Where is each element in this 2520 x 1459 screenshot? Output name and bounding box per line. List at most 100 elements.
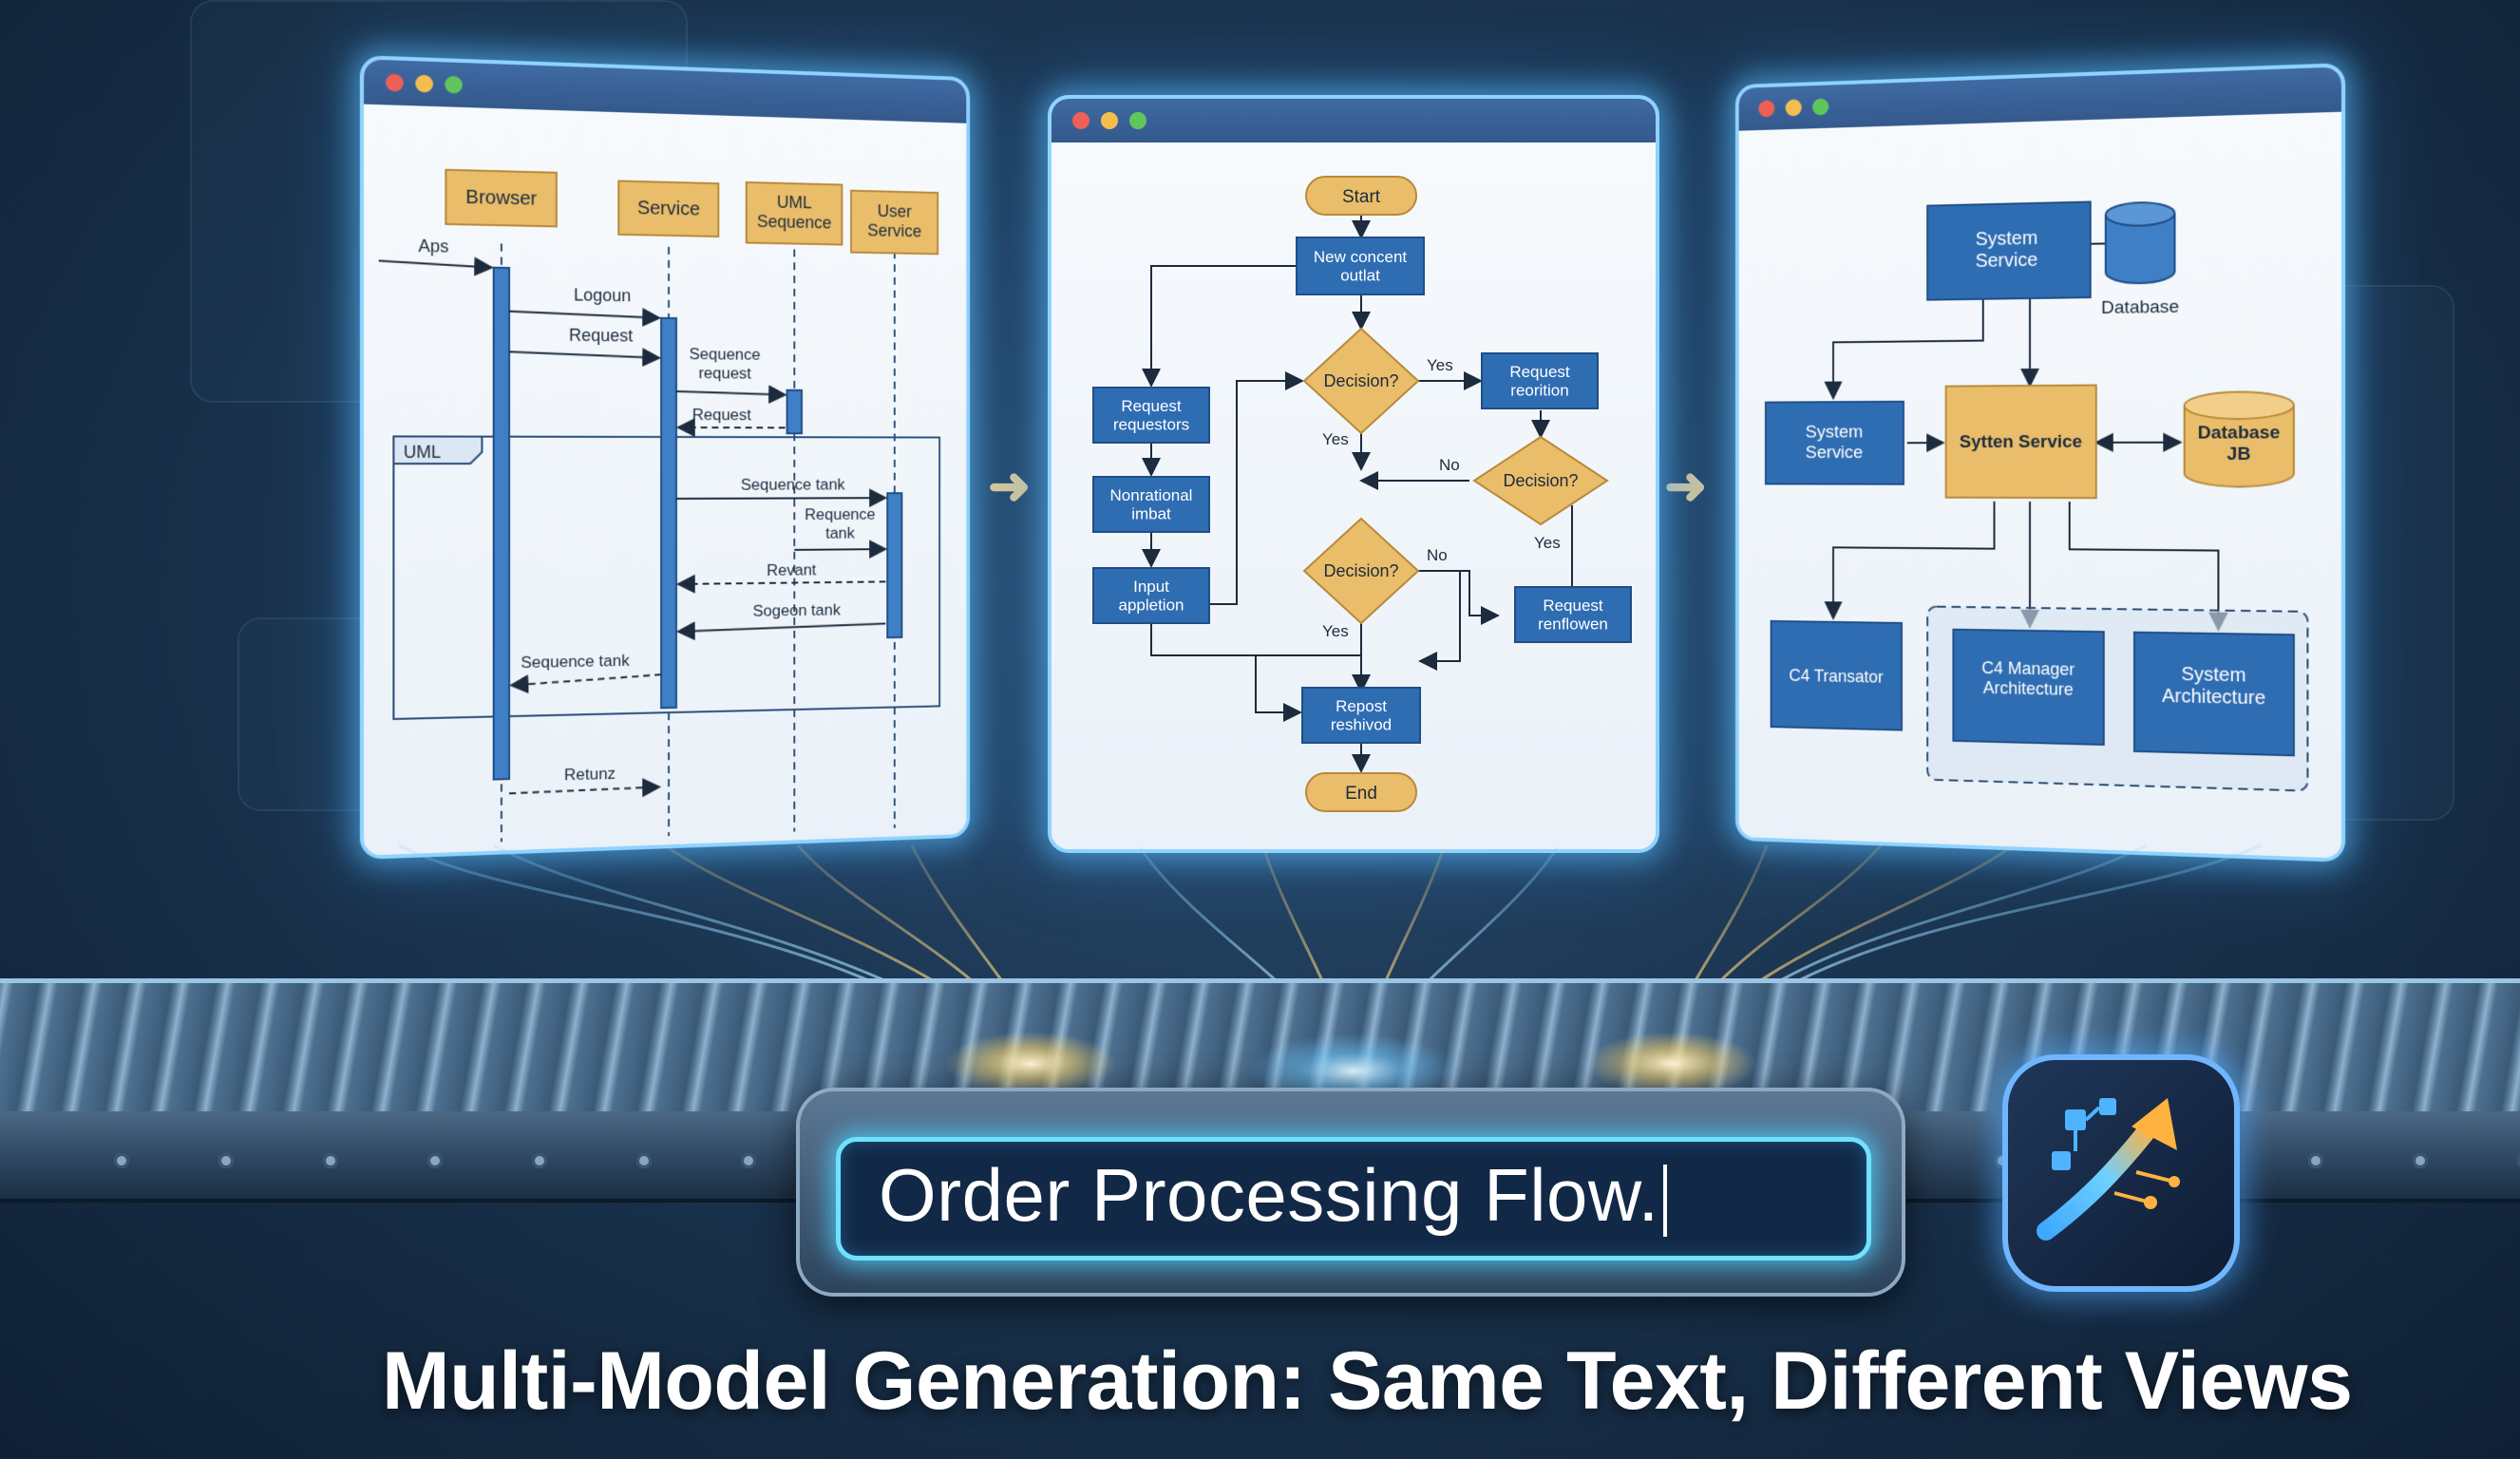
message-label-aps: Aps	[418, 237, 448, 256]
actor-browser-label: Browser	[465, 187, 537, 210]
rail-bolt	[323, 1153, 338, 1168]
node-database-cylinder: Database	[2101, 201, 2179, 317]
message-arrow-sogeon-tank	[678, 623, 885, 631]
message-label-sogeon-tank: Sogeon tank	[753, 600, 842, 620]
actor-service-label: Service	[637, 198, 700, 219]
message-arrow-sequence-request	[676, 391, 786, 395]
edge-top-left	[1833, 292, 1983, 398]
message-arrow-revant	[678, 581, 885, 584]
rail-bolt	[114, 1153, 129, 1168]
message-label-request-reply: Request	[692, 405, 751, 424]
node-system-service-left: SystemService	[1766, 402, 1904, 484]
node-c4-transator-label: C4 Transator	[1789, 666, 1883, 687]
activation-service	[659, 316, 678, 710]
message-label-requence-tank: Requencetank	[805, 504, 875, 541]
window-title-bar	[1052, 99, 1656, 142]
actor-user-service-label: UserService	[867, 201, 921, 240]
node-sytten-service-label: Sytten Service	[1960, 431, 2082, 452]
maximize-window-icon[interactable]	[1812, 98, 1829, 116]
text-input-value[interactable]: Order Processing Flow.	[879, 1147, 1667, 1242]
rail-bolt	[427, 1153, 443, 1168]
text-input-box[interactable]	[836, 1137, 1871, 1260]
node-start: Start	[1305, 176, 1417, 216]
close-window-icon[interactable]	[1072, 112, 1089, 129]
edge-label-no-2: No	[1427, 546, 1448, 564]
edge-decision3-renflowen	[1418, 570, 1500, 625]
actor-user-service: UserService	[851, 191, 938, 255]
message-arrow-sequence-tank	[676, 498, 885, 499]
message-arrow-request	[509, 351, 659, 358]
node-system-architecture-label: SystemArchitecture	[2162, 663, 2265, 709]
edge-sytten-c4transator	[1833, 501, 1995, 620]
node-system-service-top-label: SystemService	[1976, 228, 2038, 273]
diagram-arrow-logo-icon	[2002, 1054, 2240, 1292]
node-system-architecture: SystemArchitecture	[2134, 633, 2294, 756]
rail-bolt	[532, 1153, 547, 1168]
message-label-request: Request	[569, 326, 633, 346]
node-decision-3: Decision?	[1302, 517, 1420, 625]
node-decision-2: Decision?	[1472, 435, 1609, 526]
message-arrow-aps	[379, 261, 492, 268]
message-label-retunz: Retunz	[564, 764, 616, 785]
node-database-jb-label: DatabaseJB	[2198, 422, 2281, 464]
message-arrow-requence-tank	[794, 549, 885, 550]
edge-label-yes-4: Yes	[1322, 622, 1349, 640]
close-window-icon[interactable]	[386, 73, 404, 92]
architecture-window: SystemService Database SystemService Syt…	[1735, 63, 2345, 862]
actor-service: Service	[618, 181, 718, 237]
activation-uml-sequence	[787, 390, 802, 434]
arrow-right-icon: ➜	[988, 458, 1032, 515]
node-decision-1-label: Decision?	[1323, 371, 1398, 390]
message-label-logoun: Logoun	[574, 285, 631, 305]
node-c4-manager-label: C4 ManagerArchitecture	[1981, 658, 2075, 699]
text-cursor	[1662, 1165, 1667, 1238]
actor-uml-sequence: UMLSequence	[747, 182, 843, 245]
maximize-window-icon[interactable]	[445, 75, 463, 94]
actor-uml-sequence-label: UMLSequence	[757, 192, 831, 232]
minimize-window-icon[interactable]	[1785, 99, 1802, 117]
edge-label-yes-3: Yes	[1534, 534, 1561, 552]
maximize-window-icon[interactable]	[1129, 112, 1146, 129]
message-label-sequence-tank: Sequence tank	[741, 475, 845, 494]
message-arrow-logoun	[509, 312, 659, 318]
arrow-right-icon: ➜	[1664, 458, 1708, 515]
node-end: End	[1305, 772, 1417, 812]
uml-frame-tab	[393, 436, 482, 464]
edge-label-no-1: No	[1439, 456, 1460, 474]
edge-input-repost	[1150, 623, 1302, 722]
headline-title: Multi-Model Generation: Same Text, Diffe…	[382, 1336, 2353, 1427]
node-end-label: End	[1345, 784, 1377, 804]
edge-label-yes-1: Yes	[1427, 356, 1453, 374]
close-window-icon[interactable]	[1758, 100, 1775, 118]
edge-label-yes-2: Yes	[1322, 430, 1349, 448]
node-c4-manager: C4 ManagerArchitecture	[1953, 630, 2103, 745]
message-label-sequence-tank-return: Sequence tank	[521, 651, 630, 672]
minimize-window-icon[interactable]	[415, 74, 433, 93]
activation-user-service	[887, 493, 901, 637]
node-sytten-service: Sytten Service	[1946, 386, 2096, 499]
node-database-label: Database	[2101, 295, 2179, 317]
node-c4-transator: C4 Transator	[1772, 621, 1902, 730]
message-label-sequence-request: Sequencerequest	[690, 344, 761, 382]
node-decision-2-label: Decision?	[1503, 471, 1578, 490]
uml-frame-label: UML	[404, 443, 441, 462]
rail-bolt	[2517, 1153, 2520, 1168]
node-start-label: Start	[1342, 187, 1381, 207]
rail-bolt	[218, 1153, 234, 1168]
node-database-jb: DatabaseJB	[2185, 391, 2294, 486]
minimize-window-icon[interactable]	[1101, 112, 1118, 129]
